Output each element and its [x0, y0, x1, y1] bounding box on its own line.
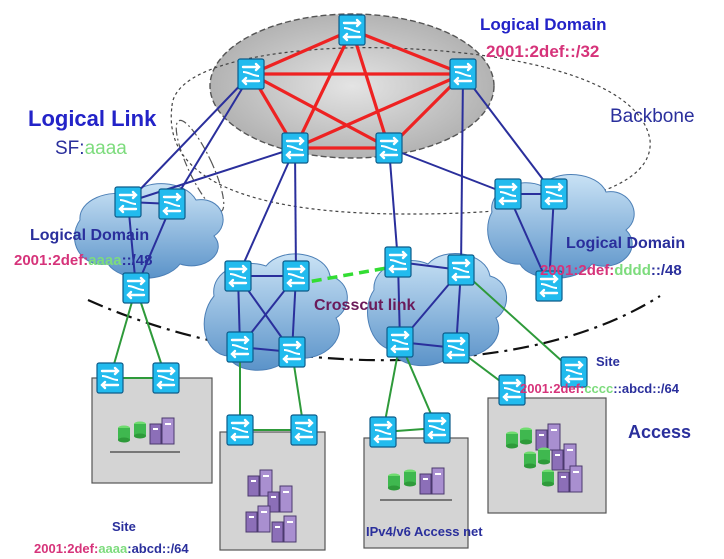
- router-switch-icon: [225, 413, 255, 447]
- database-icon: [118, 425, 130, 443]
- backbone-boundary: [170, 47, 651, 215]
- sf-label: SF:aaaa: [55, 138, 127, 159]
- router-switch-icon: [385, 325, 415, 359]
- router-switch-icon: [374, 131, 404, 165]
- crosscut-label: Crosscut link: [314, 297, 415, 314]
- database-icon: [388, 473, 400, 491]
- right-domain-prefix: 2001:2def:dddd::/48: [540, 262, 682, 279]
- router-switch-icon: [121, 271, 151, 305]
- backbone-links: [249, 28, 465, 150]
- router-switch-icon: [225, 330, 255, 364]
- router-switch-icon: [277, 335, 307, 369]
- site-box-center-right: [363, 437, 469, 549]
- database-icon: [404, 469, 416, 487]
- top-domain-prefix: 2001:2def::/32: [486, 42, 599, 61]
- database-icon: [538, 447, 550, 465]
- router-switch-icon: [368, 415, 398, 449]
- router-switch-icon: [383, 245, 413, 279]
- access-label: Access: [628, 422, 691, 442]
- left-domain-title: Logical Domain: [30, 227, 149, 244]
- router-switch-icon: [337, 13, 367, 47]
- router-switch-icon: [539, 177, 569, 211]
- router-switch-icon: [280, 131, 310, 165]
- database-icon: [134, 421, 146, 439]
- router-switch-icon: [289, 413, 319, 447]
- bottom-site-prefix: 2001:2def:aaaa:abcd::/64: [34, 541, 189, 556]
- backbone-label: Backbone: [610, 106, 695, 127]
- router-switch-icon: [223, 259, 253, 293]
- router-switch-icon: [448, 57, 478, 91]
- database-icon: [520, 427, 532, 445]
- logical-link-title: Logical Link: [28, 106, 157, 131]
- router-switch-icon: [422, 411, 452, 445]
- right-site-title: Site: [596, 354, 620, 369]
- router-switch-icon: [281, 259, 311, 293]
- right-domain-title: Logical Domain: [566, 235, 685, 252]
- router-switch-icon: [446, 253, 476, 287]
- router-switch-icon: [493, 177, 523, 211]
- router-switch-icon: [157, 187, 187, 221]
- router-switch-icon: [95, 361, 125, 395]
- router-switch-icon: [441, 331, 471, 365]
- right-site-prefix: 2001:2def:cccc::abcd::/64: [520, 381, 680, 396]
- router-switch-icon: [236, 57, 266, 91]
- router-switch-icon: [151, 361, 181, 395]
- database-icon: [506, 431, 518, 449]
- bottom-site-title: Site: [112, 519, 136, 534]
- crosscut-link: [295, 264, 399, 286]
- left-domain-prefix: 2001:2def:aaaa::/48: [14, 252, 152, 269]
- database-icon: [542, 469, 554, 487]
- database-icon: [524, 451, 536, 469]
- router-switch-icon: [113, 185, 143, 219]
- top-domain-title: Logical Domain: [480, 15, 607, 34]
- access-net-label: IPv4/v6 Access net: [366, 524, 483, 539]
